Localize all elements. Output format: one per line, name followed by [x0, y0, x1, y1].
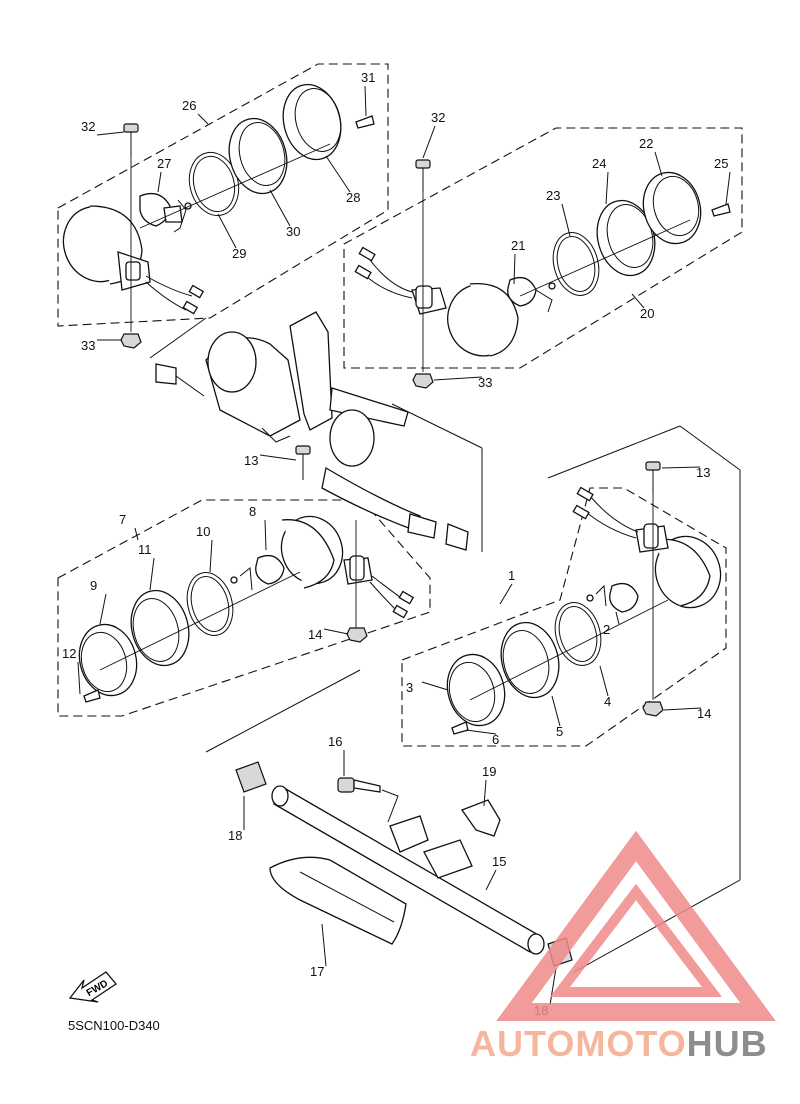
- callout-leader-c21: [513, 253, 516, 285]
- callout-leader-c33b: [433, 376, 483, 381]
- callout-c1: 1: [508, 568, 515, 583]
- callout-leader-c28: [325, 155, 351, 193]
- callout-c14b: 14: [697, 706, 711, 721]
- callout-leader-c2: [615, 611, 620, 625]
- callout-leader-c1: [499, 583, 513, 605]
- callout-leader-c25: [725, 171, 731, 205]
- turn-signal-right-rear: [354, 159, 731, 389]
- callout-c3: 3: [406, 680, 413, 695]
- callout-leader-c32b: [422, 125, 436, 159]
- callout-c14a: 14: [308, 627, 322, 642]
- callout-leader-c13b: [661, 466, 701, 469]
- callout-c11: 11: [138, 542, 152, 557]
- callout-c4: 4: [604, 694, 611, 709]
- callout-c15: 15: [492, 854, 506, 869]
- turn-signal-right-front: [446, 461, 722, 735]
- callout-c33b: 33: [478, 375, 492, 390]
- callout-c16: 16: [328, 734, 342, 749]
- callout-c23: 23: [546, 188, 560, 203]
- callout-c6: 6: [492, 732, 499, 747]
- watermark-text: AUTOMOTOHUB: [470, 1023, 768, 1064]
- turn-signal-left-front: [78, 445, 415, 703]
- callout-c13b: 13: [696, 465, 710, 480]
- callout-c32a: 32: [81, 119, 95, 134]
- callout-c17: 17: [310, 964, 324, 979]
- assembly-7-boundary: [57, 499, 431, 717]
- callout-c22: 22: [639, 136, 653, 151]
- callout-leader-c30: [269, 189, 291, 227]
- callout-leader-c29: [217, 213, 237, 249]
- assembly-1-boundary: [401, 487, 727, 747]
- callout-leader-c14a: [323, 628, 349, 635]
- callout-c32b: 32: [431, 110, 445, 125]
- callout-leader-c6: [465, 729, 497, 735]
- callout-leader-c31: [364, 85, 367, 117]
- callout-leader-c9: [99, 593, 107, 625]
- callout-c28: 28: [346, 190, 360, 205]
- callout-leader-c11: [149, 557, 155, 591]
- callout-c9: 9: [90, 578, 97, 593]
- callout-leader-c8: [264, 519, 267, 551]
- callout-c7: 7: [119, 512, 126, 527]
- callout-c12: 12: [62, 646, 76, 661]
- callout-c31: 31: [361, 70, 375, 85]
- callout-c8: 8: [249, 504, 256, 519]
- assembly-20-boundary: [343, 127, 743, 369]
- signal-bar-assembly: [205, 425, 741, 973]
- callout-leader-c7: [134, 527, 139, 541]
- callout-leader-c32a: [96, 131, 125, 136]
- callout-leader-c18b: [549, 967, 557, 1006]
- callout-c27: 27: [157, 156, 171, 171]
- callout-c21: 21: [511, 238, 525, 253]
- callout-leader-c14b: [663, 707, 702, 711]
- callout-leader-c4: [599, 665, 609, 697]
- callout-c18a: 18: [228, 828, 242, 843]
- callout-c20: 20: [640, 306, 654, 321]
- callouts: 1234567891011121313141415161718181920212…: [62, 70, 731, 1018]
- fwd-arrow: FWD: [68, 971, 117, 1003]
- callout-c30: 30: [286, 224, 300, 239]
- callout-c13a: 13: [244, 453, 258, 468]
- turn-signal-left-rear: [62, 83, 375, 349]
- callout-c29: 29: [232, 246, 246, 261]
- callout-c33a: 33: [81, 338, 95, 353]
- diagram-code: 5SCN100-D340: [68, 1018, 160, 1033]
- callout-leader-c24: [605, 171, 609, 205]
- callout-c19: 19: [482, 764, 496, 779]
- assembly-26-boundary: [57, 63, 389, 327]
- callout-leader-c15: [485, 869, 497, 891]
- callout-c26: 26: [182, 98, 196, 113]
- callout-leader-c5: [551, 695, 561, 727]
- watermark-logo: AUTOMOTOHUB: [470, 830, 776, 1064]
- callout-leader-c17: [321, 923, 327, 967]
- callout-leader-c12: [77, 661, 81, 695]
- center-bracket: [149, 311, 483, 552]
- callout-c5: 5: [556, 724, 563, 739]
- callout-c2: 2: [603, 622, 610, 637]
- callout-c24: 24: [592, 156, 606, 171]
- callout-leader-c22: [654, 151, 663, 177]
- callout-leader-c19: [483, 779, 487, 807]
- callout-c25: 25: [714, 156, 728, 171]
- callout-leader-c13a: [259, 454, 297, 461]
- callout-leader-c27: [157, 171, 162, 193]
- callout-leader-c20: [631, 293, 645, 309]
- callout-leader-c10: [209, 539, 213, 573]
- callout-c10: 10: [196, 524, 210, 539]
- callout-leader-c26: [197, 113, 209, 125]
- callout-leader-c3: [421, 681, 449, 691]
- callout-leader-c23: [561, 203, 571, 237]
